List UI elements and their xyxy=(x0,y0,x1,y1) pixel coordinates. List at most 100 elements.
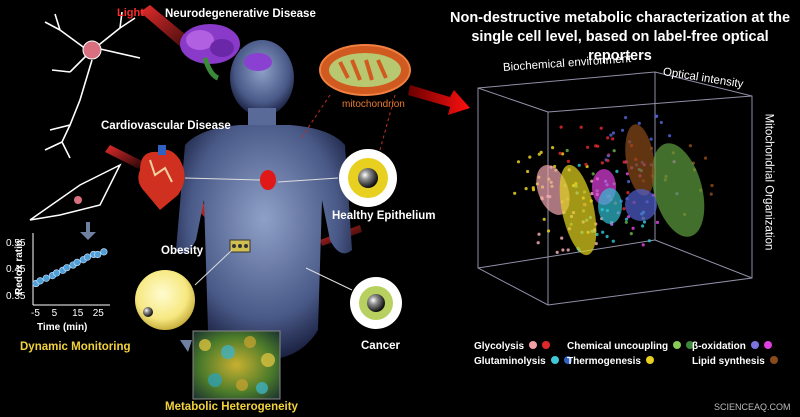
legend-swatch xyxy=(769,355,778,364)
heart-illustration xyxy=(138,145,185,210)
scatter3d-point xyxy=(654,114,659,118)
scatter3d-point xyxy=(591,172,595,176)
legend-label: Thermogenesis xyxy=(567,356,641,367)
cluster-thermogenesis xyxy=(559,164,597,256)
human-silhouette xyxy=(176,40,352,360)
scatter3d-point xyxy=(566,159,571,163)
scatter3d-point xyxy=(641,243,645,247)
scatter3d-point xyxy=(611,137,615,141)
legend-swatch xyxy=(550,355,559,364)
heterogeneity-image xyxy=(192,330,281,400)
scatter3d-point xyxy=(565,148,569,153)
redox-xtick: 15 xyxy=(72,308,84,319)
scatter3d-point xyxy=(577,163,581,167)
redox-point xyxy=(36,277,44,285)
light-label: Light xyxy=(117,7,144,19)
scatter3d-point xyxy=(655,220,660,224)
scatter3d-point xyxy=(606,159,610,163)
mitochondrion-label: mitochondrion xyxy=(342,99,405,110)
scatter3d-point xyxy=(626,191,630,195)
scatter3d-point xyxy=(612,149,616,153)
legend-label: Lipid synthesis xyxy=(692,356,765,367)
scatter3d-point xyxy=(641,224,645,228)
scatter3d-point xyxy=(637,121,641,125)
redox-point xyxy=(63,264,71,272)
scatter3d-point xyxy=(601,230,605,234)
scatter3d-point xyxy=(600,161,604,165)
cluster-uncoupling xyxy=(651,143,705,237)
neuron-soma xyxy=(82,40,102,60)
dynamic-monitoring-label: Dynamic Monitoring xyxy=(20,341,131,353)
scatter3d-point xyxy=(709,192,713,196)
redox-marks xyxy=(32,248,108,288)
scatter3d-point xyxy=(561,248,565,252)
cancer-cell xyxy=(350,277,402,329)
legend-swatch xyxy=(750,340,759,349)
legend-label: Chemical uncoupling xyxy=(567,341,669,352)
scatter3d-point xyxy=(558,151,562,155)
scatter3d-point xyxy=(555,250,559,254)
legend-item: β-oxidation xyxy=(692,336,772,354)
cluster-glutaminolysis-dark xyxy=(625,189,657,221)
scatter3d-point xyxy=(536,241,540,245)
scatter3d-point xyxy=(622,207,626,211)
scatter3d-point xyxy=(611,239,615,243)
mitochondrion-illustration xyxy=(319,44,411,96)
scatter3d-point xyxy=(710,183,714,188)
scatter3d-point xyxy=(579,125,583,129)
scatter3d-point xyxy=(624,220,628,224)
figure-title: Non-destructive metabolic characterizati… xyxy=(449,10,791,64)
legend-swatch xyxy=(529,340,538,349)
legend-item: Thermogenesis xyxy=(567,351,654,369)
scatter3d-point xyxy=(631,226,635,230)
cluster-ellipsoids xyxy=(536,124,705,256)
legend-item: Glutaminolysis xyxy=(474,351,572,369)
scatter3d-point xyxy=(659,120,663,125)
legend-label: β-oxidation xyxy=(692,341,746,352)
scatter3d-point xyxy=(629,232,633,236)
legend-label: Glycolysis xyxy=(474,341,525,352)
scatter3d-point xyxy=(624,217,629,221)
cluster-glutaminolysis xyxy=(598,188,622,224)
down-arrow-icon xyxy=(80,222,96,240)
scatter3d-point xyxy=(528,155,532,159)
redox-point xyxy=(73,258,81,267)
scatter3d-point xyxy=(551,146,555,150)
redox-point xyxy=(42,274,50,282)
scatter3d-point xyxy=(560,236,564,240)
legend-swatch xyxy=(673,340,682,349)
scatter3d-point xyxy=(609,133,613,137)
neurodegenerative-label: Neurodegenerative Disease xyxy=(165,8,316,20)
redox-xtick: 5 xyxy=(51,308,58,319)
cluster-legend: Glycolysis Chemical uncoupling β-oxidation… xyxy=(474,336,794,372)
redox-ytick: 0.55 xyxy=(6,237,26,249)
obesity-label: Obesity xyxy=(161,245,204,257)
cardiovascular-label: Cardiovascular Disease xyxy=(101,120,231,132)
cardiomyocyte-drawing xyxy=(29,163,122,221)
adipocyte-cell xyxy=(135,270,195,330)
redox-xtick: -5 xyxy=(31,308,40,319)
redox-xtick: 25 xyxy=(92,308,104,319)
legend-swatch xyxy=(686,340,695,349)
axis-mitochondrial-label: Mitochondrial Organization xyxy=(762,113,775,251)
red-arrow-icon xyxy=(408,85,470,115)
legend-label: Glutaminolysis xyxy=(474,356,546,367)
healthy-epithelium-label: Healthy Epithelium xyxy=(332,210,436,222)
redox-ytick: 0.35 xyxy=(6,290,26,302)
scatter3d-point xyxy=(559,125,563,129)
scatter3d-point xyxy=(537,152,541,156)
scatter3d-point xyxy=(606,154,610,158)
redox-xlabel: Time (min) xyxy=(37,322,88,333)
metabolic-heterogeneity-label: Metabolic Heterogeneity xyxy=(165,401,298,413)
scatter3d-point xyxy=(642,220,647,224)
redox-point xyxy=(100,248,108,256)
legend-swatch xyxy=(563,355,572,364)
legend-item: Glycolysis xyxy=(474,336,551,354)
scatter3d-point xyxy=(668,134,672,138)
scatter3d-point xyxy=(611,131,616,135)
scatter3d-point xyxy=(594,242,598,246)
cluster-lipid-synthesis xyxy=(625,124,655,196)
healthy-epithelium-cell xyxy=(339,149,397,207)
redox-point xyxy=(83,253,92,261)
